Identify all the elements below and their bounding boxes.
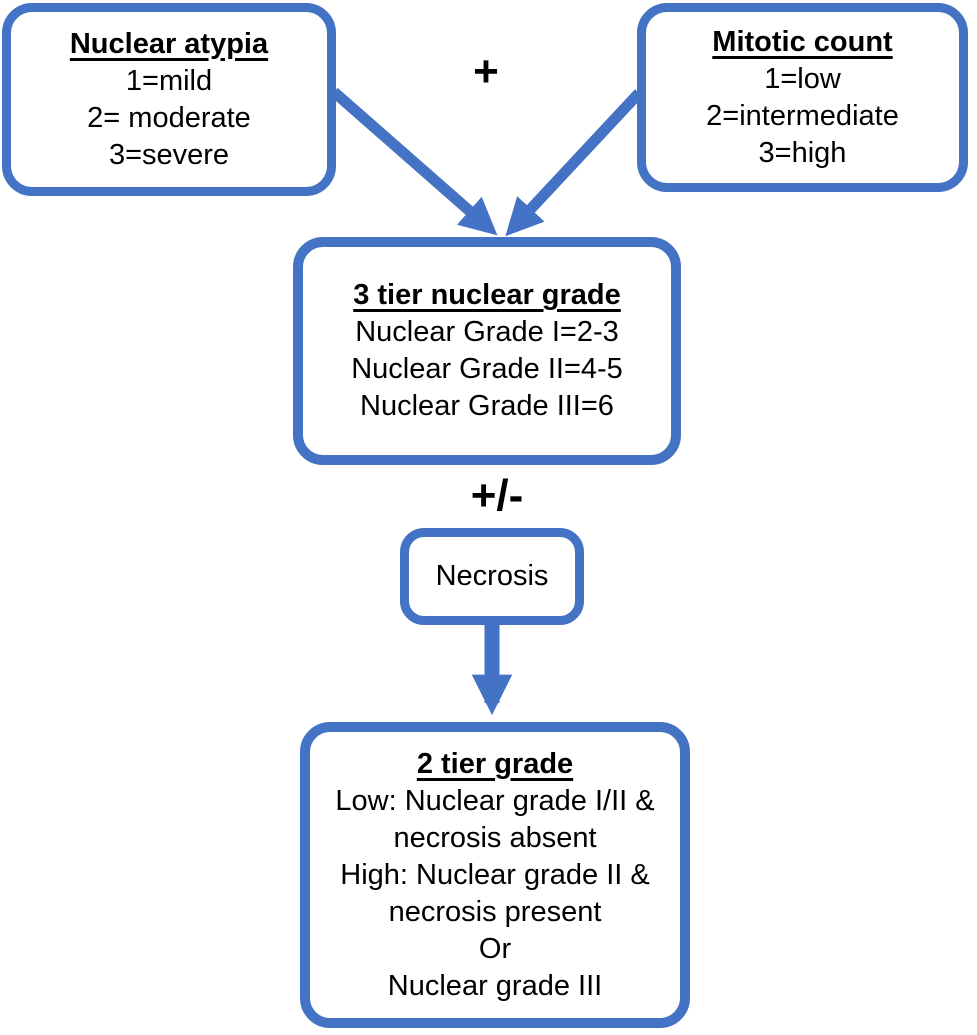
plus-operator: + bbox=[473, 47, 499, 96]
three-tier-title: 3 tier nuclear grade bbox=[353, 279, 621, 311]
three-tier-line-grade-2: Nuclear Grade II=4-5 bbox=[351, 353, 623, 385]
nuclear-atypia-title: Nuclear atypia bbox=[69, 27, 269, 60]
three-tier-line-grade-1: Nuclear Grade I=2-3 bbox=[355, 316, 619, 348]
nuclear-atypia-to-three-tier-arrow bbox=[330, 87, 498, 236]
mitotic-count-line-intermediate: 2=intermediate bbox=[706, 99, 899, 132]
mitotic-count-title: Mitotic count bbox=[712, 25, 893, 58]
nuclear-atypia-line-severe: 3=severe bbox=[108, 138, 230, 171]
nuclear-atypia-line-moderate: 2= moderate bbox=[87, 101, 251, 134]
necrosis-box: Necrosis bbox=[400, 528, 584, 625]
plus-minus-operator: +/- bbox=[470, 471, 524, 520]
mitotic-count-line-low: 1=low bbox=[764, 62, 841, 95]
three-tier-line-grade-3: Nuclear Grade III=6 bbox=[360, 390, 614, 422]
two-tier-line-grade-3: Nuclear grade III bbox=[387, 969, 603, 1002]
mitotic-count-line-high: 3=high bbox=[758, 136, 847, 169]
two-tier-line-low-1: Low: Nuclear grade I/II & bbox=[335, 784, 655, 817]
two-tier-grade-box: 2 tier grade Low: Nuclear grade I/II & n… bbox=[300, 722, 690, 1028]
nuclear-atypia-box: Nuclear atypia 1=mild 2= moderate 3=seve… bbox=[2, 3, 336, 196]
two-tier-line-or: Or bbox=[478, 932, 512, 965]
two-tier-line-high-1: High: Nuclear grade II & bbox=[340, 858, 650, 891]
necrosis-label: Necrosis bbox=[435, 560, 549, 592]
two-tier-line-low-2: necrosis absent bbox=[393, 821, 597, 854]
two-tier-title: 2 tier grade bbox=[416, 747, 574, 780]
two-tier-line-high-2: necrosis present bbox=[388, 895, 602, 928]
nuclear-atypia-line-mild: 1=mild bbox=[125, 64, 213, 97]
mitotic-count-box: Mitotic count 1=low 2=intermediate 3=hig… bbox=[637, 3, 968, 192]
mitotic-count-to-three-tier-arrow bbox=[505, 89, 644, 237]
three-tier-nuclear-grade-box: 3 tier nuclear grade Nuclear Grade I=2-3… bbox=[293, 237, 681, 465]
